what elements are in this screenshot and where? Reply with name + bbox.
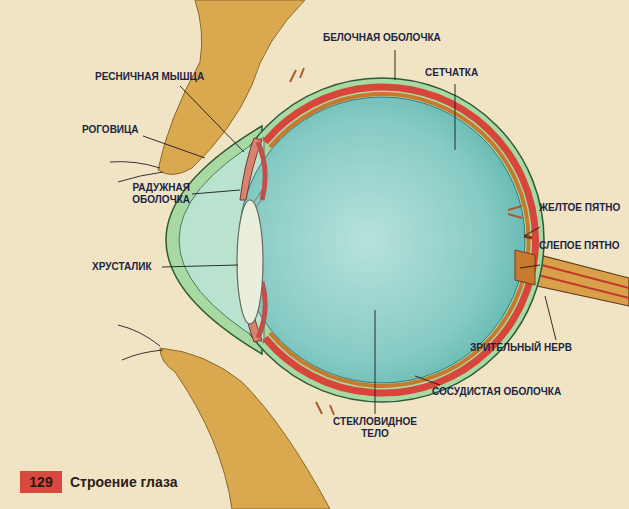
label-blind-spot: СЛЕПОЕ ПЯТНО bbox=[539, 240, 625, 252]
label-ciliary: РЕСНИЧНАЯ МЫШЦА bbox=[95, 71, 215, 83]
lens bbox=[237, 200, 263, 324]
label-lens: ХРУСТАЛИК bbox=[92, 261, 172, 273]
figure-number-box: 129 bbox=[20, 471, 62, 493]
figure-caption: Строение глаза bbox=[70, 474, 178, 490]
label-cornea: РОГОВИЦА bbox=[82, 124, 162, 136]
vessels bbox=[290, 68, 522, 415]
label-vitreous: СТЕКЛОВИДНОЕ ТЕЛО bbox=[318, 416, 432, 440]
label-macula: ЖЕЛТОЕ ПЯТНО bbox=[539, 202, 625, 214]
label-iris: РАДУЖНАЯ ОБОЛОЧКА bbox=[84, 182, 190, 206]
label-choroid: СОСУДИСТАЯ ОБОЛОЧКА bbox=[432, 386, 612, 398]
figure-number: 129 bbox=[29, 474, 52, 490]
vitreous-body bbox=[239, 97, 525, 383]
anterior-chamber bbox=[179, 137, 264, 343]
leader-lines bbox=[143, 50, 556, 414]
sclera bbox=[220, 78, 544, 402]
macula bbox=[524, 236, 532, 238]
label-retina: СЕТЧАТКА bbox=[425, 67, 505, 79]
nerve-vessels bbox=[530, 262, 629, 298]
label-optic-nerve: ЗРИТЕЛЬНЫЙ НЕРВ bbox=[470, 342, 600, 354]
label-sclera: БЕЛОЧНАЯ ОБОЛОЧКА bbox=[323, 32, 483, 44]
